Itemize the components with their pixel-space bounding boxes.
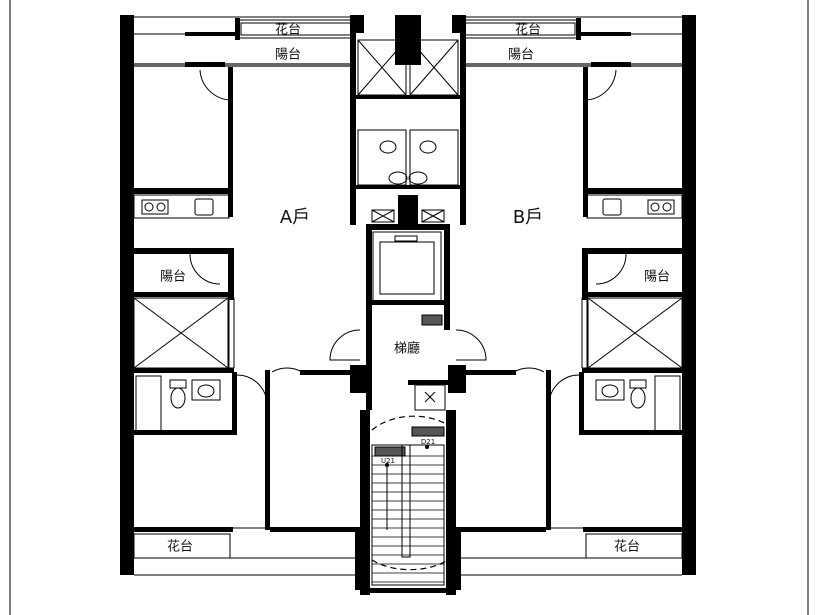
- balcony-label: 陽台: [508, 48, 534, 63]
- elevator-car: [379, 241, 435, 295]
- lobby-top-wall: [366, 224, 450, 230]
- unit-a-label: A戶: [280, 207, 310, 228]
- planter-label: 花台: [275, 22, 301, 38]
- stair-hatch-top: [411, 426, 445, 437]
- fire-hose-box: [421, 314, 443, 326]
- elevator-lobby-label: 梯廳: [394, 341, 420, 357]
- stair-door-swing: [371, 415, 449, 431]
- unit-b-label: B戶: [513, 207, 543, 228]
- planter-label: 花台: [515, 22, 541, 38]
- planter-label: 花台: [167, 539, 193, 555]
- stair-down-label: D21: [421, 438, 435, 446]
- elevator-door: [394, 235, 418, 242]
- stair-treads: [372, 455, 444, 583]
- stair-hatch-left: [374, 446, 406, 457]
- balcony-label: 陽台: [275, 48, 301, 63]
- planter-label: 花台: [614, 539, 640, 555]
- balcony-label: 陽台: [160, 270, 186, 285]
- balcony-label: 陽台: [644, 270, 670, 285]
- stair-up-label: U21: [381, 457, 395, 465]
